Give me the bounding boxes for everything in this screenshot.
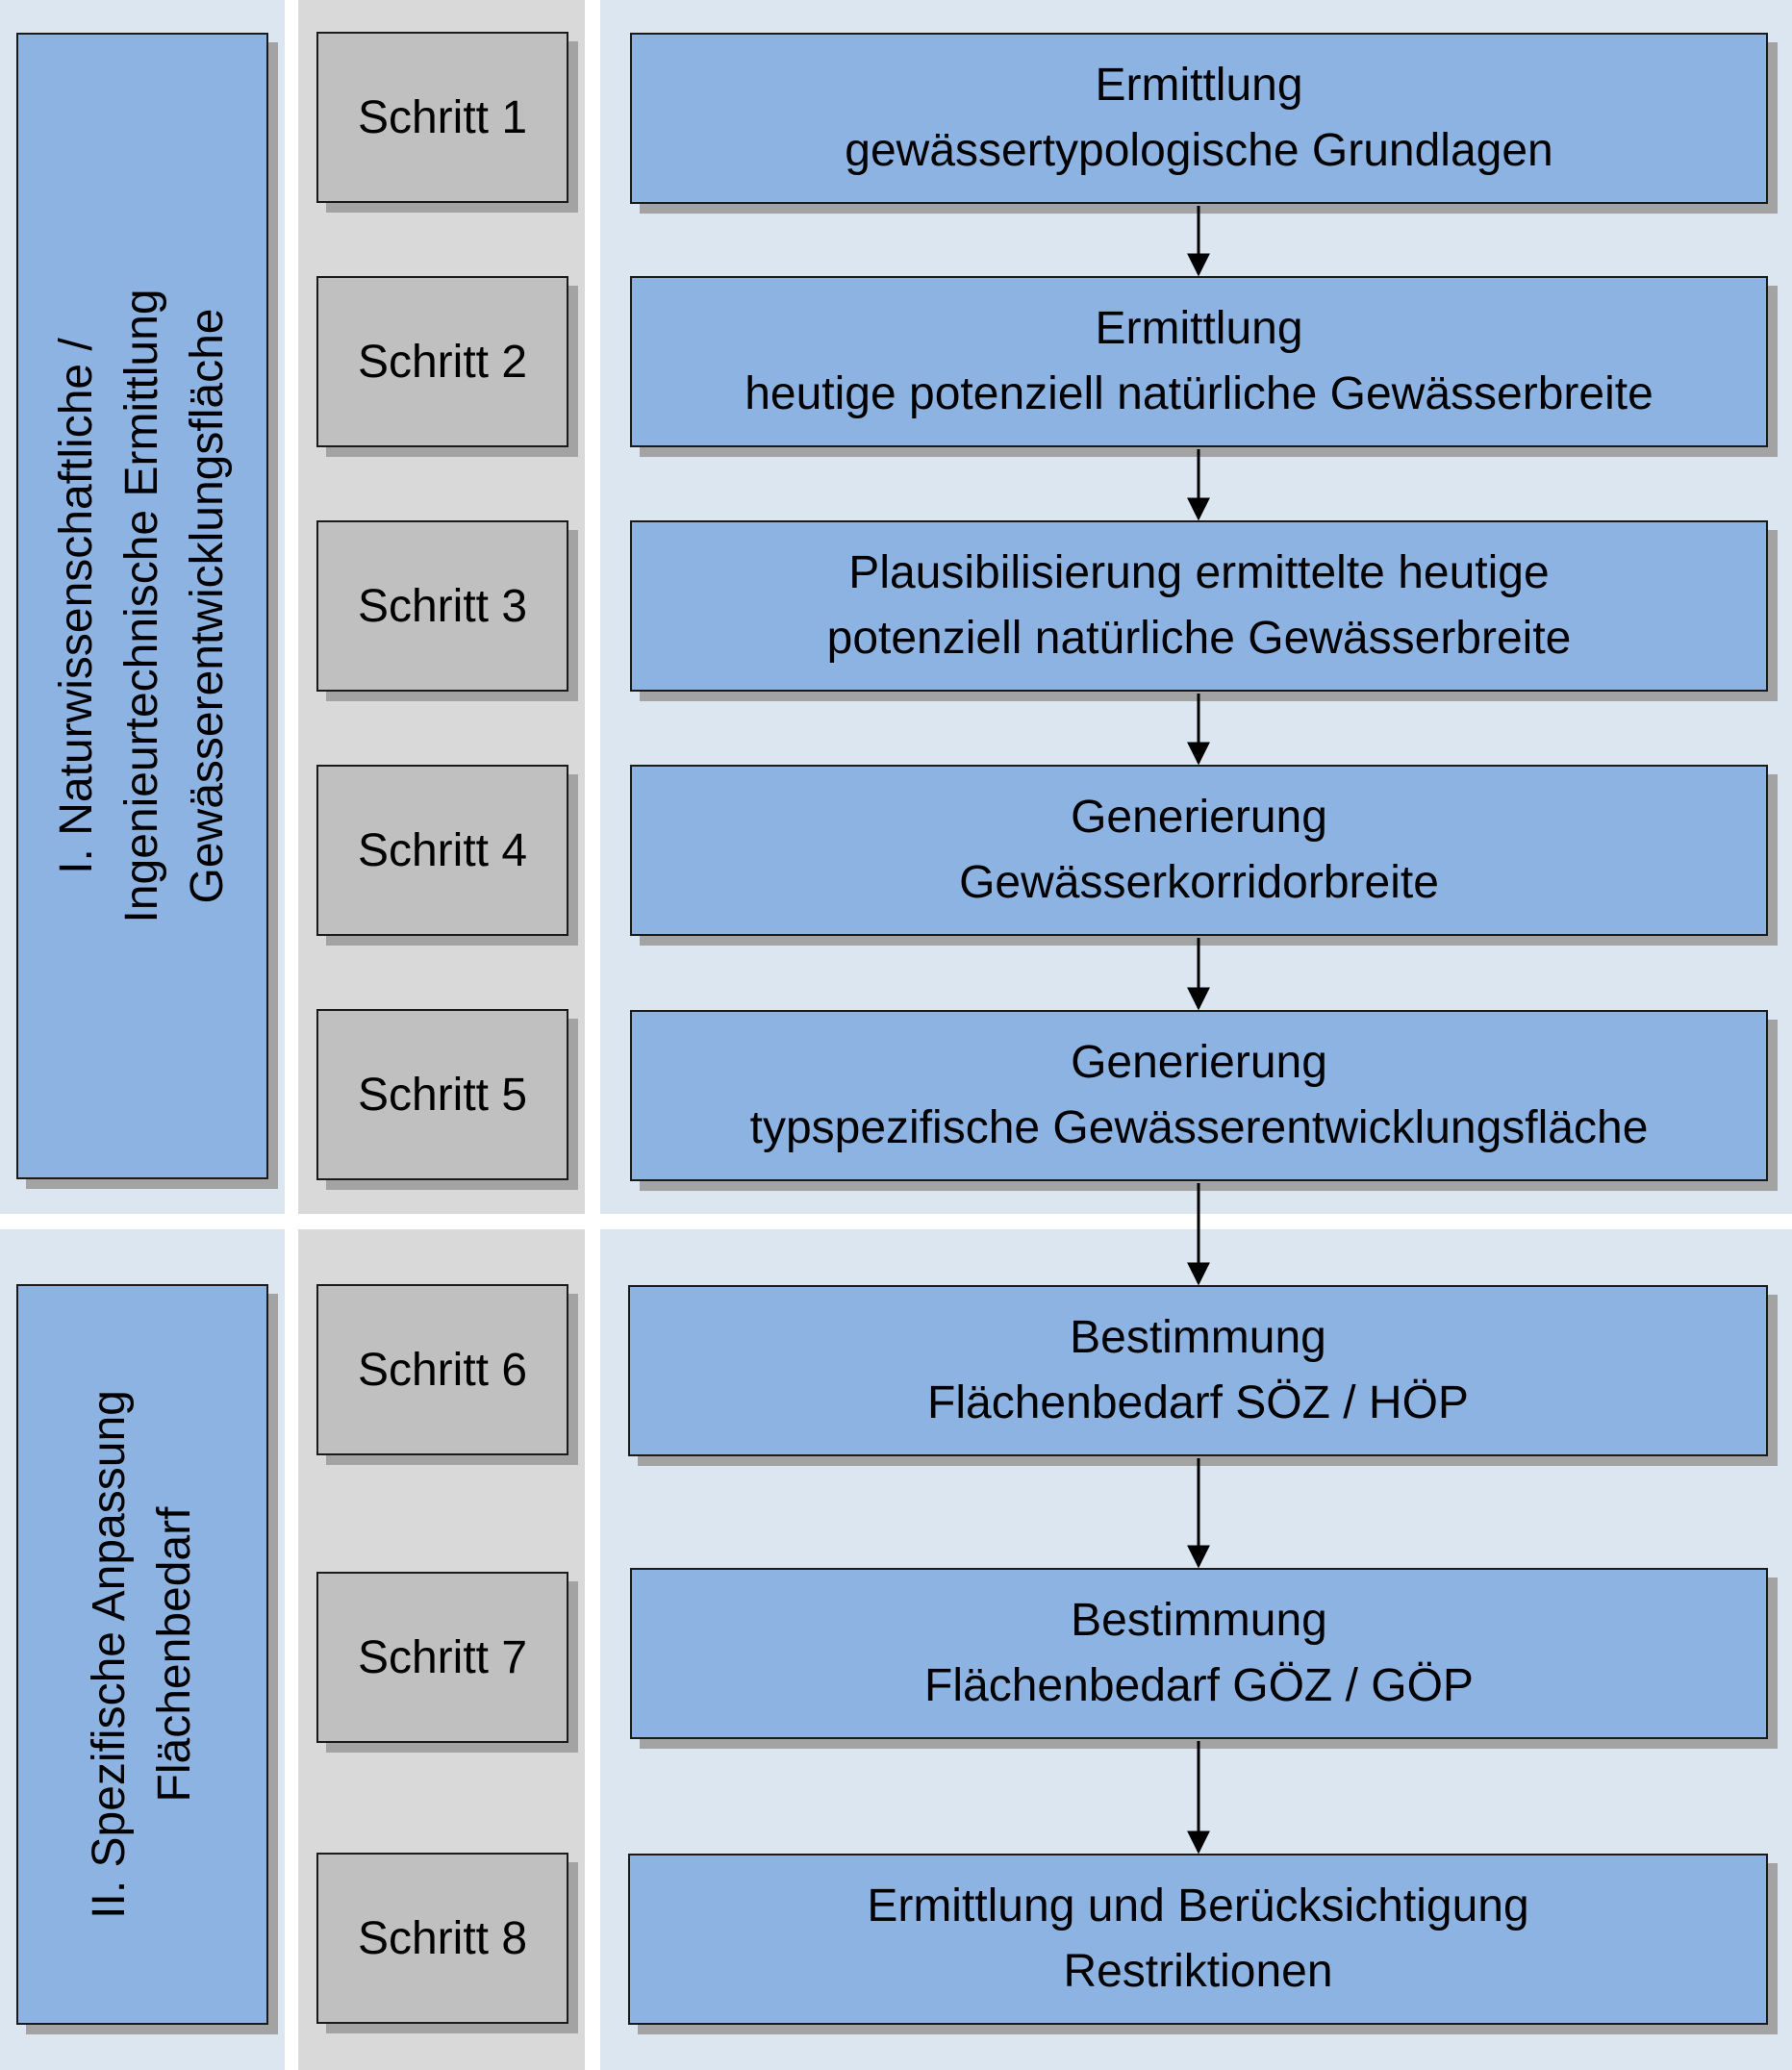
process-2-line-1: Ermittlung xyxy=(1095,303,1303,354)
phase-box-2: II. Spezifische Anpassung Flächenbedarf xyxy=(16,1284,268,2025)
process-box-6: Bestimmung Flächenbedarf SÖZ / HÖP xyxy=(628,1285,1768,1456)
step-label-7: Schritt 7 xyxy=(316,1572,568,1743)
process-5-line-1: Generierung xyxy=(1071,1037,1327,1088)
process-3-line-1: Plausibilisierung ermittelte heutige xyxy=(848,547,1550,598)
process-box-2: Ermittlung heutige potenziell natürliche… xyxy=(630,276,1768,447)
process-box-7: Bestimmung Flächenbedarf GÖZ / GÖP xyxy=(630,1568,1768,1739)
process-box-1: Ermittlung gewässertypologische Grundlag… xyxy=(630,33,1768,204)
step-label-8: Schritt 8 xyxy=(316,1853,568,2024)
phase-box-1: I. Naturwissenschaftliche / Ingenieurtec… xyxy=(16,33,268,1179)
step-label-5: Schritt 5 xyxy=(316,1009,568,1180)
process-4-line-2: Gewässerkorridorbreite xyxy=(959,857,1439,908)
process-box-3: Plausibilisierung ermittelte heutige pot… xyxy=(630,520,1768,692)
process-6-line-2: Flächenbedarf SÖZ / HÖP xyxy=(927,1377,1469,1428)
process-8-line-2: Restriktionen xyxy=(1063,1946,1333,1997)
process-box-5: Generierung typspezifische Gewässerentwi… xyxy=(630,1010,1768,1181)
step-label-1: Schritt 1 xyxy=(316,32,568,203)
process-box-8: Ermittlung und Berücksichtigung Restrikt… xyxy=(628,1854,1768,2025)
step-label-2: Schritt 2 xyxy=(316,276,568,447)
process-2-line-2: heutige potenziell natürliche Gewässerbr… xyxy=(745,368,1653,419)
process-1-line-1: Ermittlung xyxy=(1095,60,1303,111)
process-7-line-2: Flächenbedarf GÖZ / GÖP xyxy=(924,1660,1474,1711)
process-box-4: Generierung Gewässerkorridorbreite xyxy=(630,765,1768,936)
step-label-4: Schritt 4 xyxy=(316,765,568,936)
process-5-line-2: typspezifische Gewässerentwicklungsfläch… xyxy=(749,1102,1649,1153)
step-label-6: Schritt 6 xyxy=(316,1284,568,1455)
process-7-line-1: Bestimmung xyxy=(1071,1595,1327,1646)
step-label-3: Schritt 3 xyxy=(316,520,568,692)
process-3-line-2: potenziell natürliche Gewässerbreite xyxy=(826,613,1572,664)
process-1-line-2: gewässertypologische Grundlagen xyxy=(845,125,1553,176)
process-6-line-1: Bestimmung xyxy=(1070,1312,1326,1363)
process-4-line-1: Generierung xyxy=(1071,792,1327,843)
process-8-line-1: Ermittlung und Berücksichtigung xyxy=(867,1881,1529,1931)
